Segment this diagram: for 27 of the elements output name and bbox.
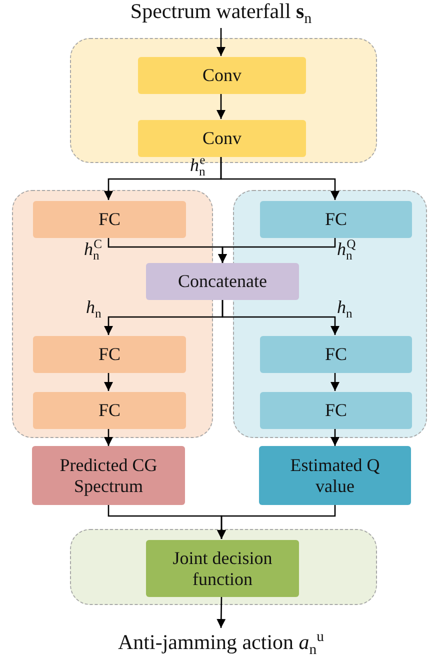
io-text: Spectrum waterfall s$_{n}$ [110,0,332,28]
layer-box: FC [33,201,186,238]
arrow [216,596,226,628]
signal-label: h$_{n}$ [86,297,102,322]
arrow [216,93,226,119]
arrow [104,428,113,446]
arrow [104,372,113,391]
layer-box: FC [260,392,412,429]
layer-box: FC [33,336,186,373]
arrow [330,428,340,446]
layer-box: Joint decision function [146,540,299,597]
module-background [70,529,377,605]
layer-box: Estimated Q value [259,446,411,505]
layer-box: Conv [138,120,306,157]
layer-box: FC [33,392,186,429]
layer-box: Predicted CG Spectrum [32,446,185,505]
layer-box: FC [260,336,412,373]
arrow [217,505,336,539]
arrow [330,372,340,391]
signal-label: h$_{n}$ [337,297,352,322]
layer-box: Concatenate [146,263,299,300]
arrow [218,237,336,263]
layer-box: Conv [138,57,306,94]
arrow [222,300,340,335]
arrow [216,28,226,56]
layer-box: FC [260,201,412,238]
arrow [220,156,340,200]
